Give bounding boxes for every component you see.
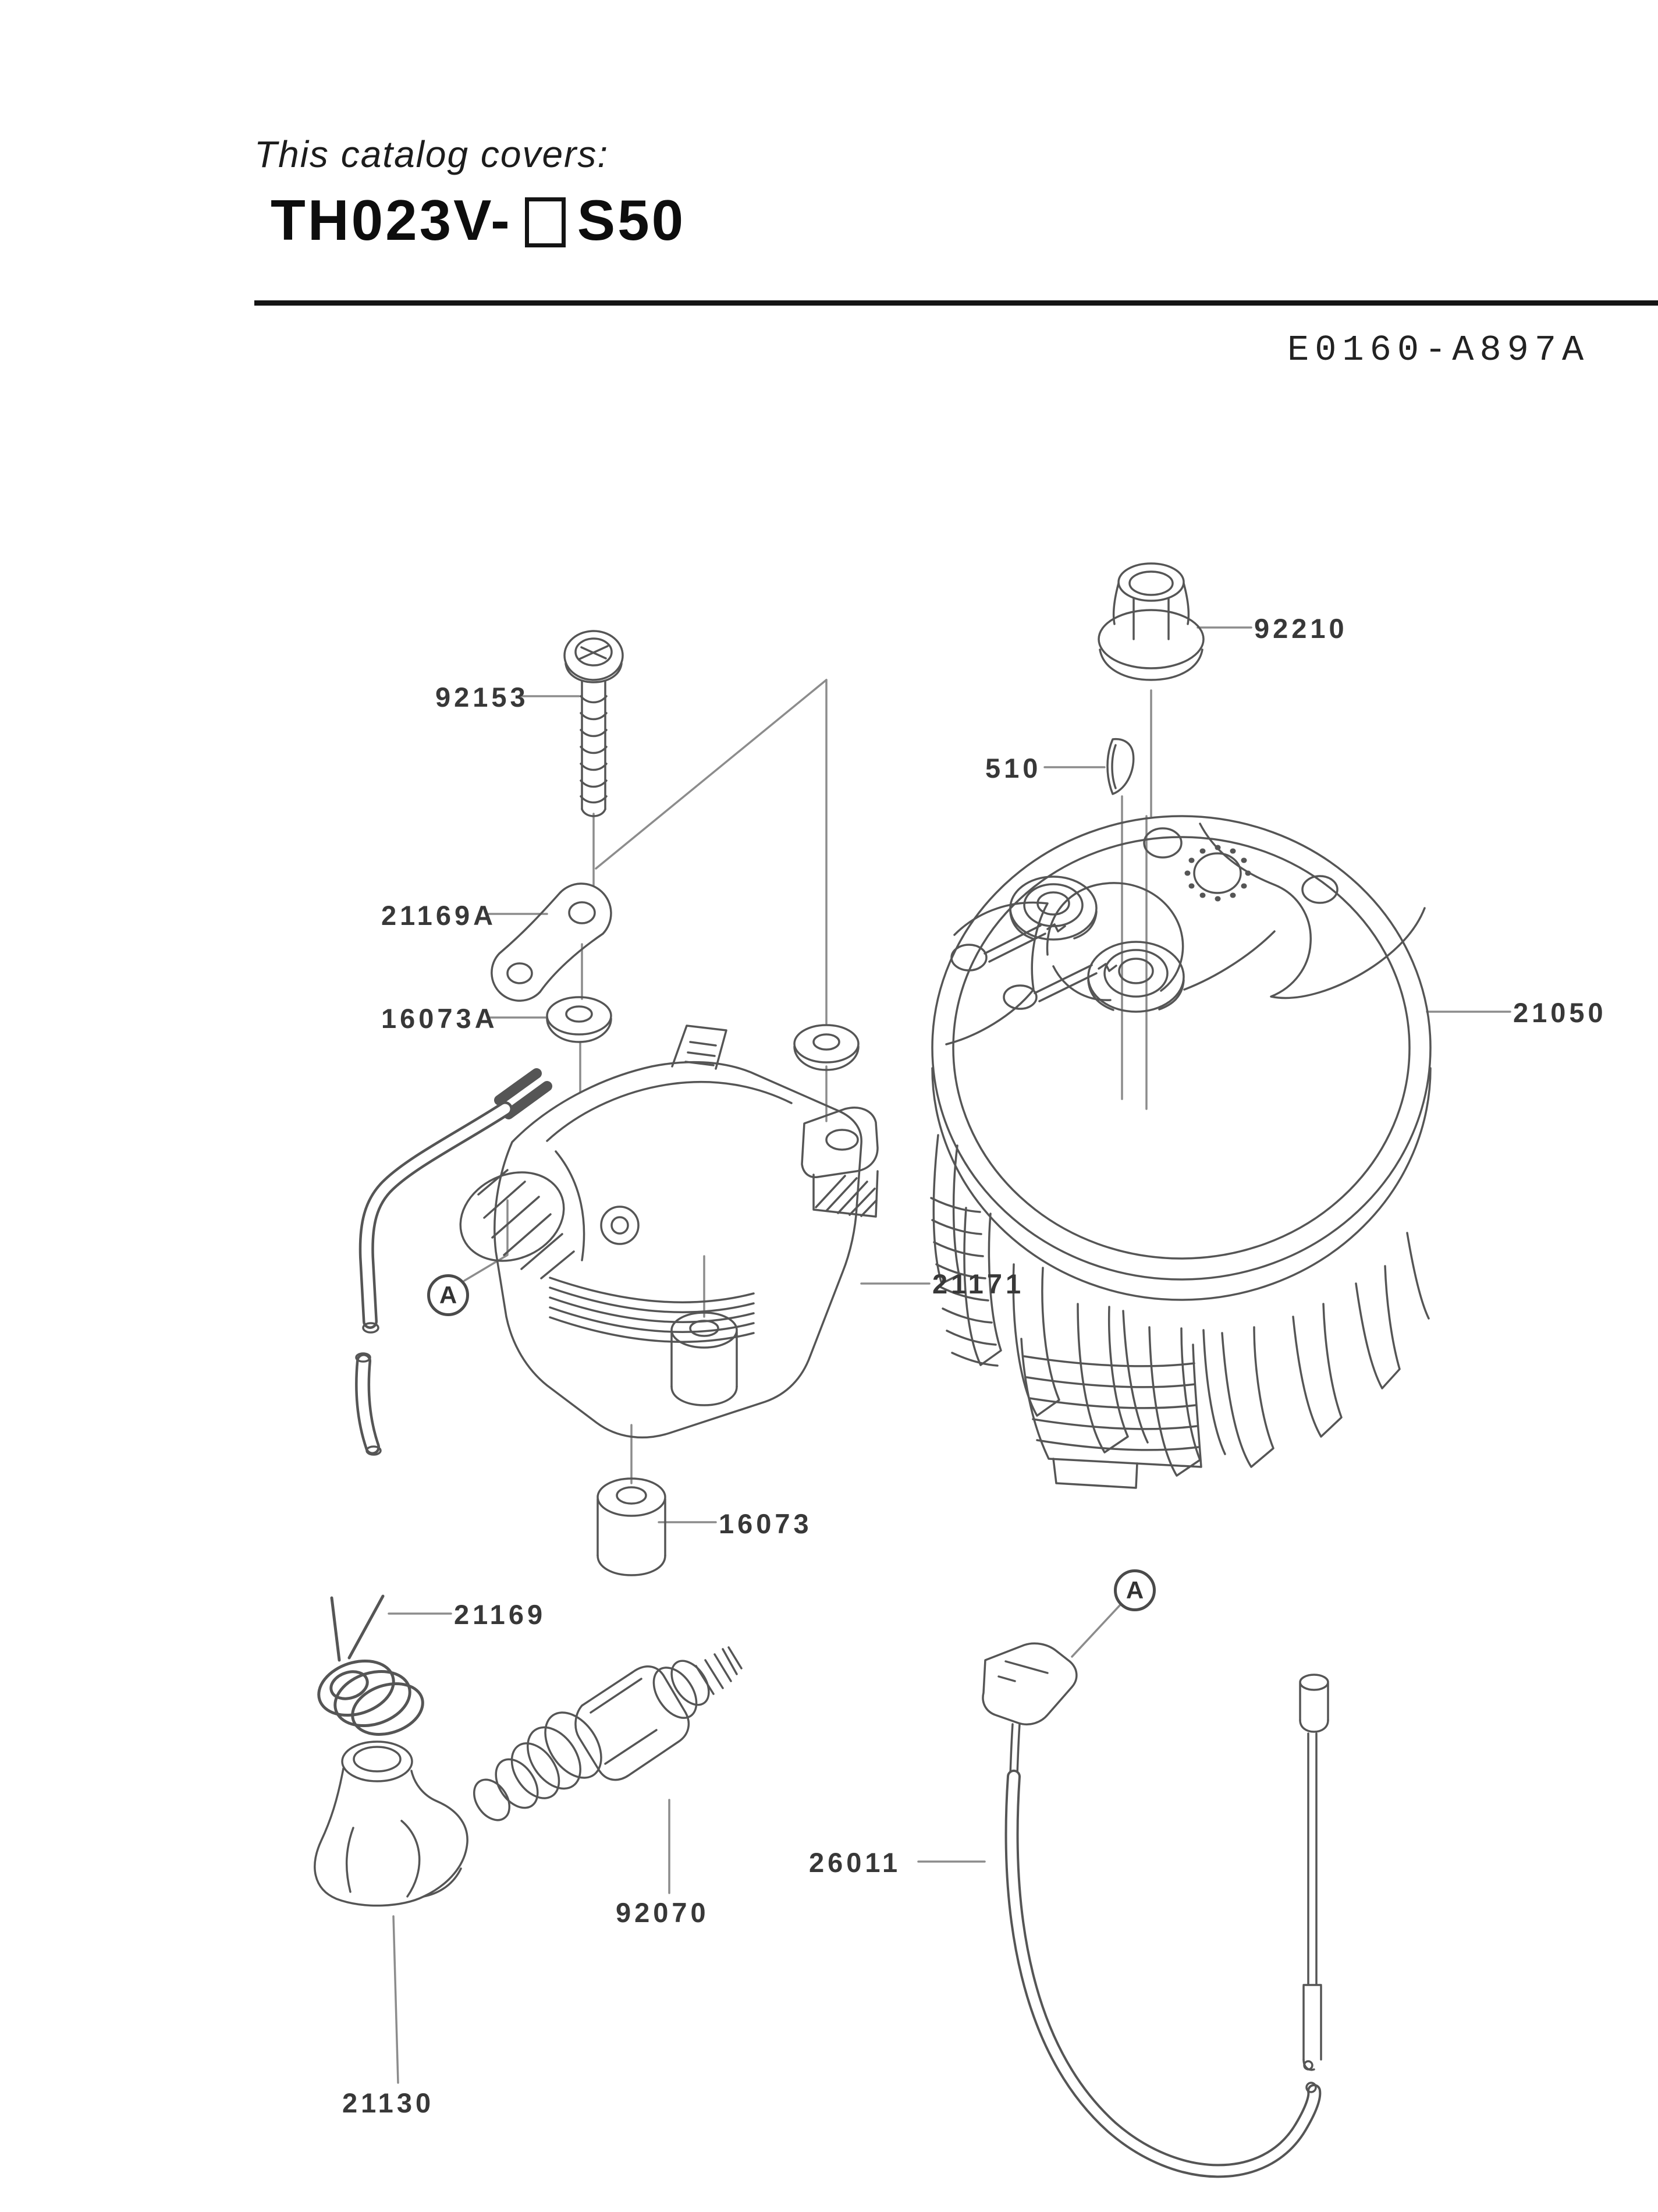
branch-diagonal (595, 679, 828, 870)
part-label-21050: 21050 (1513, 997, 1607, 1028)
header-divider (254, 300, 1658, 306)
model-variant-box-icon (524, 197, 566, 247)
part-label-21130: 21130 (342, 2087, 435, 2118)
rim-laminations-left (930, 1197, 999, 1367)
spark-plug-92070 (473, 1646, 743, 1821)
model-code: TH023V- S50 (271, 187, 686, 253)
part-label-16073A: 16073A (381, 1003, 498, 1034)
grommet-right (793, 1024, 860, 1071)
kill-switch-spring-21169 (317, 1594, 424, 1736)
part-label-92153: 92153 (435, 682, 529, 712)
plug-cap-21130 (314, 1740, 468, 1907)
woodruff-key-510 (1106, 738, 1135, 795)
part-label-21171: 21171 (932, 1268, 1025, 1299)
leader-callout-a-left (463, 1199, 509, 1282)
part-label-92070: 92070 (616, 1897, 709, 1928)
catalog-covers-caption: This catalog covers: (254, 133, 609, 175)
pan-head-screw-92153 (563, 630, 624, 817)
diagram-code: E0160-A897A (1287, 329, 1590, 371)
leader-callout-a-right (1071, 1604, 1121, 1658)
part-label-21169: 21169 (454, 1599, 546, 1630)
grommet-16073a (546, 996, 612, 1043)
link-plate-21169a (491, 882, 612, 1002)
insulator-right (670, 1311, 738, 1406)
magneto-lamination-block (1020, 1338, 1202, 1489)
leader-lines (388, 626, 1511, 2084)
flywheel-21050 (930, 815, 1432, 1489)
leader-21130 (392, 1915, 399, 2084)
model-prefix: TH023V- (271, 188, 512, 252)
insulator-16073 (597, 1477, 666, 1576)
model-suffix: S50 (577, 188, 686, 252)
spark-plug-lead (355, 1068, 552, 1456)
ignition-coil-21171 (459, 1025, 879, 1439)
callout-a-left: A (427, 1274, 469, 1316)
part-label-21169A: 21169A (381, 900, 497, 931)
stop-switch-wire-26011 (982, 1642, 1329, 2178)
callout-a-right: A (1114, 1569, 1156, 1611)
toothed-ring-dots (1184, 845, 1251, 902)
part-label-26011: 26011 (809, 1847, 901, 1878)
part-label-16073: 16073 (719, 1508, 812, 1539)
part-label-92210: 92210 (1254, 613, 1348, 644)
flywheel-fins (932, 1134, 1430, 1477)
part-label-510: 510 (985, 753, 1042, 784)
flange-nut-92210 (1098, 562, 1205, 681)
